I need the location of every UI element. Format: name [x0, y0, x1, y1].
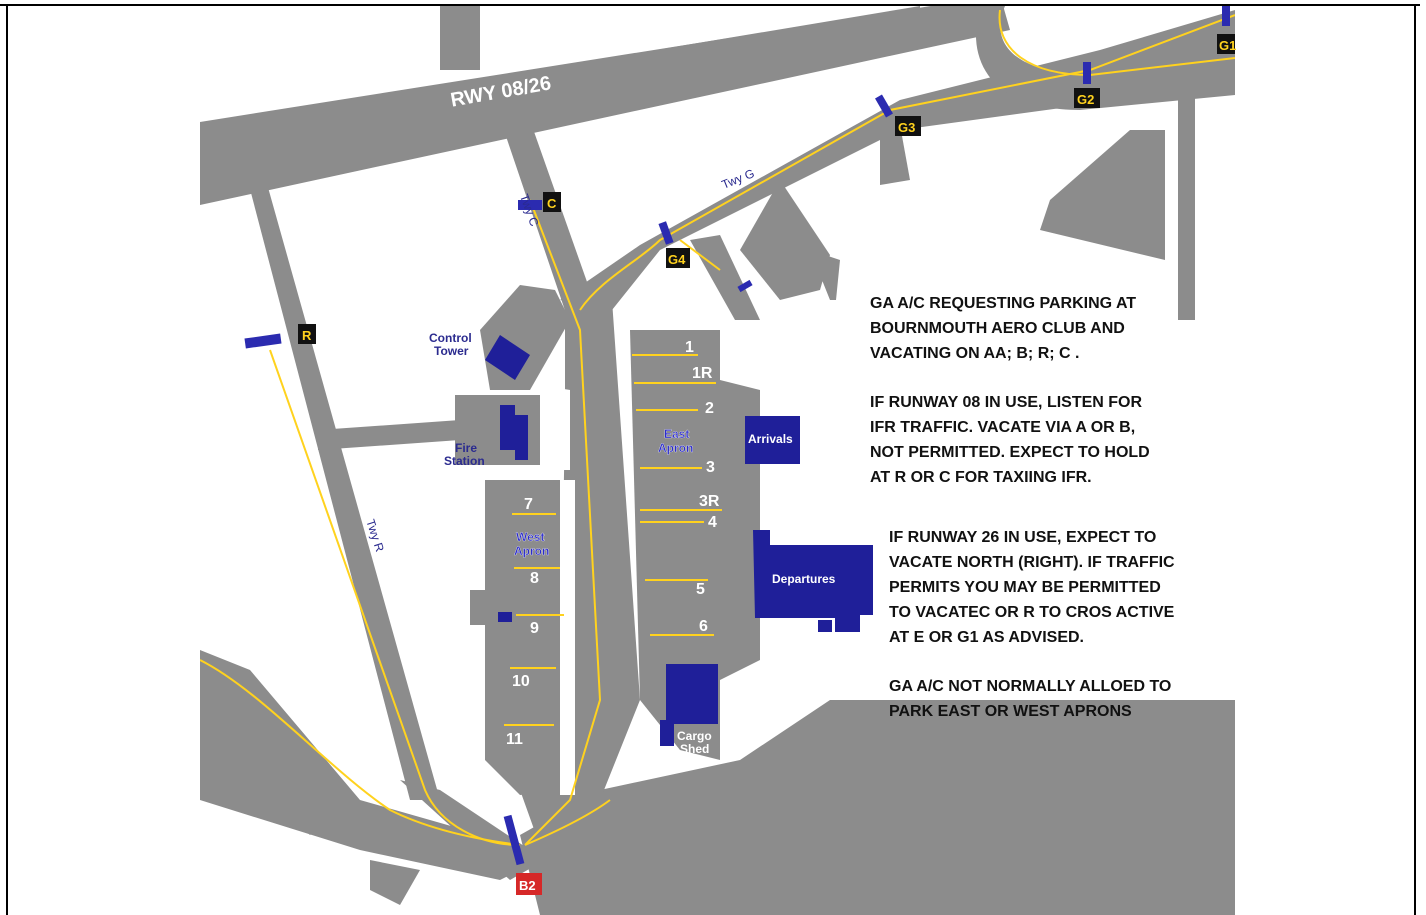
taxiway-g4-diag [810, 250, 840, 300]
control-tower-label-2: Tower [434, 344, 469, 358]
note-parking: GA A/C REQUESTING PARKING AT BOURNMOUTH … [870, 295, 1137, 362]
sign-g4-text: G4 [668, 252, 686, 267]
stand-number: 10 [512, 673, 530, 690]
pavement [200, 6, 1235, 915]
taxiway-south-pad [370, 860, 420, 905]
sign-c: C [543, 192, 561, 212]
sign-c-text: C [547, 196, 557, 211]
holding-bar-g1 [1222, 6, 1230, 26]
frame-top-border [0, 4, 1420, 6]
control-tower-pad [480, 285, 570, 390]
note-runway-26: IF RUNWAY 26 IN USE, EXPECT TO VACATE NO… [889, 529, 1175, 646]
holding-points [244, 6, 1230, 866]
buildings [485, 335, 873, 746]
taxiway-g4-branch [690, 235, 760, 320]
centreline-south-east [524, 799, 611, 846]
frame-left-border [6, 4, 8, 915]
centreline-twy-g [579, 14, 1235, 311]
arrivals-building [745, 416, 800, 464]
taxiway-north-link [440, 6, 480, 70]
holding-bar-r [244, 333, 282, 349]
sign-g2-text: G2 [1077, 92, 1094, 107]
stand-numbers: 1 1R 2 3 3R 4 5 6 7 8 9 10 11 [506, 339, 720, 748]
grass-areas [540, 385, 575, 795]
runway-08-26 [200, 6, 1010, 205]
sign-g1: G1 [1217, 34, 1236, 54]
holding-bar-b2 [503, 814, 525, 866]
west-apron-label-1: West [516, 530, 544, 544]
stand-lines [504, 354, 722, 726]
stand-number: 9 [530, 620, 539, 637]
taxiway-bottom-sweep [200, 650, 540, 880]
taxiway-g1-stub [1178, 60, 1195, 320]
frame-right-border [1414, 4, 1416, 915]
taxiway-southwest-stub [270, 770, 330, 835]
departures-annex [818, 620, 832, 632]
sign-g4: G4 [666, 248, 690, 268]
east-apron [630, 330, 720, 700]
west-apron-label-2: Apron [514, 544, 549, 558]
fire-station-building [500, 405, 528, 460]
cargo-shed-annex [660, 720, 674, 746]
grass-west-apron-split [560, 480, 575, 795]
departures-label: Departures [772, 572, 836, 586]
cargo-shed-building [666, 664, 718, 724]
sign-b2: B2 [516, 873, 542, 895]
stand-number: 4 [708, 514, 717, 531]
sign-b2-text: B2 [519, 878, 536, 893]
holding-bar-g2 [1083, 62, 1091, 84]
fire-station-link [318, 420, 460, 450]
fire-station-label-2: Station [444, 454, 485, 468]
east-apron-label-2: Apron [658, 441, 693, 455]
apron-northeast [1040, 130, 1165, 260]
control-tower-label-1: Control [429, 331, 472, 345]
holding-bar-g4-east [737, 279, 753, 293]
holding-bar-g3 [875, 94, 893, 118]
sign-r-text: R [302, 328, 312, 343]
note-apron-restriction: GA A/C NOT NORMALLY ALLOED TO PARK EAST … [889, 678, 1172, 720]
taxiway-g1-loop [975, 6, 1235, 110]
stand-number: 1 [685, 339, 694, 356]
sign-g2: G2 [1074, 88, 1100, 108]
centreline-twy-c [524, 199, 602, 846]
stand-number: 6 [699, 618, 708, 635]
stand-number: 3R [699, 493, 720, 510]
stand-number: 7 [524, 496, 533, 513]
centreline-south [200, 659, 521, 846]
stand-number: 8 [530, 570, 539, 587]
grass-apron-divider [540, 385, 570, 470]
note-runway-08: IF RUNWAY 08 IN USE, LISTEN FOR IFR TRAF… [870, 394, 1150, 486]
sign-g1-text: G1 [1219, 38, 1236, 53]
taxi-centrelines [200, 9, 1235, 846]
stand-number: 1R [692, 365, 713, 382]
west-apron-hut [498, 612, 512, 622]
stand-number: 11 [506, 731, 523, 748]
cargo-shed-label-1: Cargo [677, 729, 712, 743]
sign-g3: G3 [895, 116, 921, 136]
departures-building [753, 530, 873, 632]
arrivals-label: Arrivals [748, 432, 793, 446]
east-apron-label-1: East [664, 427, 689, 441]
stand-number: 3 [706, 459, 715, 476]
control-tower-building [485, 335, 530, 380]
west-apron [485, 480, 565, 795]
sign-g3-text: G3 [898, 120, 915, 135]
taxiway-c [492, 92, 604, 340]
west-apron-stub [470, 590, 490, 625]
sign-r: R [298, 324, 316, 344]
holding-bar-g4 [658, 221, 674, 245]
holding-bar-c [518, 200, 542, 210]
centreline-g1-loop [998, 9, 1235, 77]
centreline-g4 [679, 239, 721, 271]
cargo-shed-label-2: Shed [680, 742, 709, 756]
fire-station-label-1: Fire [455, 441, 477, 455]
taxiway-g4-east [740, 180, 830, 300]
taxiway-g3-stub [880, 125, 910, 185]
stand-number: 2 [705, 400, 714, 417]
stand-number: 5 [696, 581, 705, 598]
taxiway-bottom-east [520, 700, 1235, 915]
taxiway-r [245, 166, 440, 800]
